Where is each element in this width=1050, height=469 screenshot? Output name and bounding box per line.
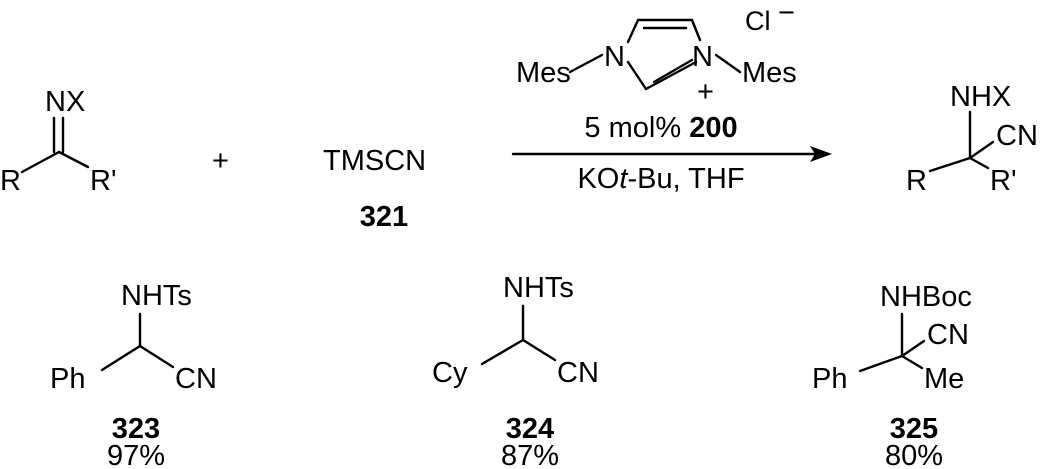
example-324-top-label: NHTs — [503, 272, 574, 304]
example-325-bond-to-lower-right — [900, 354, 924, 370]
example-325-upper-right-label: CN — [927, 319, 969, 351]
catalyst-number: 200 — [689, 112, 737, 144]
base-italic: t — [619, 163, 629, 195]
product-bond-to-r-prime — [968, 156, 990, 170]
example-325-bond-to-upper-right — [900, 339, 926, 358]
imine-bond-to-r-prime — [57, 150, 90, 169]
imine-bond-to-r — [20, 150, 61, 174]
example-325: NHBoc CN Ph Me 325 80% — [812, 281, 972, 469]
example-324-right-label: CN — [557, 357, 599, 389]
example-323-top-label: NHTs — [121, 280, 192, 312]
reagent-name: TMSCN — [323, 145, 426, 177]
catalyst-loading-space — [681, 112, 689, 144]
example-324-bond-to-left — [480, 338, 525, 366]
ring-bond-c2-n3 — [644, 60, 698, 91]
product-bond-to-cn — [968, 140, 995, 160]
example-324-yield: 87% — [501, 440, 559, 469]
catalyst-counterion: Cl — [745, 6, 771, 36]
product-r-prime-label: R' — [990, 165, 1016, 197]
imine-r-label: R — [0, 165, 21, 197]
catalyst-n-right-label: N — [692, 41, 713, 73]
example-324-bond-to-right — [521, 338, 557, 362]
ring-bond-n1-c5 — [626, 18, 640, 44]
base-solvent-line: KOt-Bu, THF — [577, 163, 744, 195]
catalyst-bond-mes-right — [714, 53, 742, 74]
catalyst-loading-line: 5 mol% 200 — [584, 112, 737, 144]
imine-nx-label: NX — [45, 86, 85, 118]
reagent-number: 321 — [360, 201, 408, 233]
example-325-number: 325 — [890, 413, 938, 445]
catalyst-structure: Mes N N + Mes Cl − — [516, 0, 797, 108]
plus-sign: + — [212, 145, 229, 177]
example-324-left-label: Cy — [432, 357, 468, 389]
example-325-lower-right-label: Me — [924, 363, 964, 395]
example-325-yield: 80% — [885, 440, 943, 469]
product-r-label: R — [906, 165, 927, 197]
catalyst-loading-text: 5 mol% — [584, 112, 681, 144]
imine-structure: NX R R' — [0, 86, 116, 197]
base-suffix: -Bu, THF — [627, 163, 744, 195]
example-323-right-label: CN — [175, 363, 217, 395]
example-323-bond-to-left — [100, 344, 142, 372]
catalyst-mes-right-label: Mes — [742, 57, 797, 89]
product-cn-label: CN — [996, 120, 1038, 152]
ring-bond-n1-c2 — [626, 60, 648, 91]
catalyst-mes-left-label: Mes — [516, 57, 571, 89]
base-prefix: KO — [577, 163, 619, 195]
catalyst-bond-mes-left — [568, 53, 604, 74]
ring-bond-c2-n3-inner — [652, 58, 694, 84]
tmscn-reagent: TMSCN 321 — [323, 145, 426, 233]
example-324: NHTs Cy CN 324 87% — [432, 272, 599, 469]
example-325-top-label: NHBoc — [880, 281, 972, 313]
catalyst-n-left-label: N — [604, 41, 625, 73]
counterion-charge: − — [778, 0, 795, 29]
imine-r-prime-label: R' — [90, 165, 116, 197]
example-324-number: 324 — [506, 413, 554, 445]
example-323-left-label: Ph — [50, 363, 85, 395]
example-325-bond-to-left — [858, 354, 904, 373]
example-323-yield: 97% — [107, 440, 165, 469]
example-325-left-label: Ph — [812, 363, 847, 395]
example-323: NHTs Ph CN 323 97% — [50, 280, 217, 469]
reaction-conditions: 5 mol% 200 KOt-Bu, THF — [511, 112, 832, 195]
example-323-number: 323 — [112, 413, 160, 445]
example-323-bond-to-right — [138, 344, 175, 369]
reaction-arrow-head — [810, 146, 832, 162]
catalyst-positive-charge: + — [697, 76, 714, 108]
product-bond-to-r — [928, 156, 972, 173]
ring-bond-c4-n3 — [690, 18, 702, 42]
product-structure: NHX CN R R' — [906, 81, 1038, 197]
product-nhx-label: NHX — [950, 81, 1011, 113]
